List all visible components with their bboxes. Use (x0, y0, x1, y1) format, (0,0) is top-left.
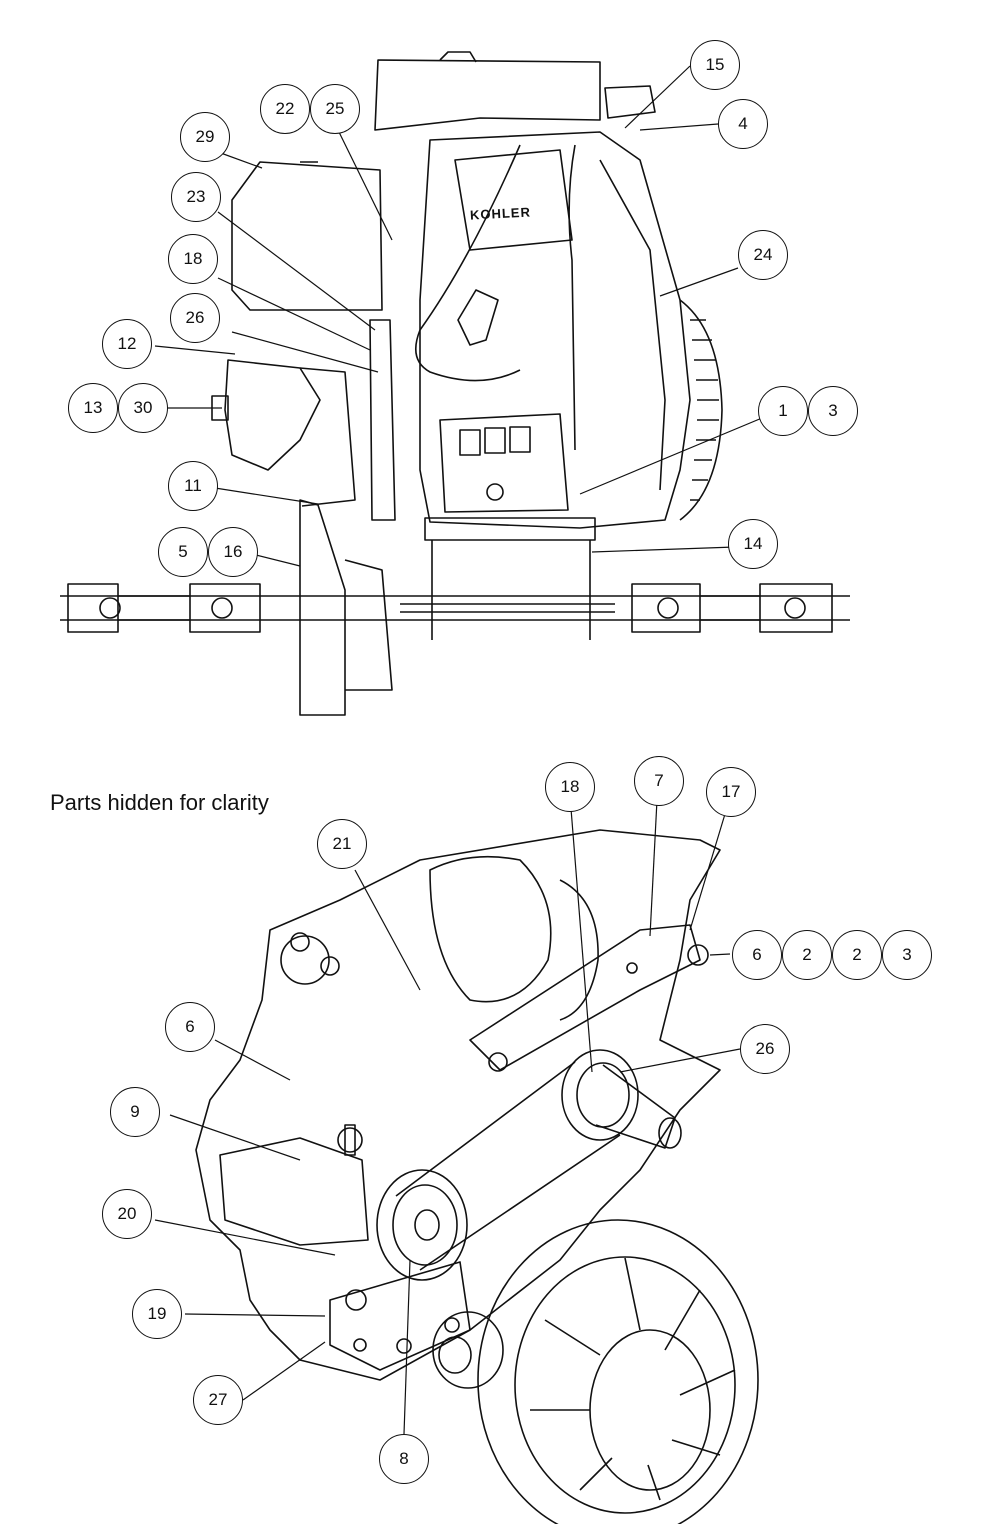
callout-13[interactable]: 13 (68, 383, 118, 433)
callout-12[interactable]: 12 (102, 319, 152, 369)
engine-assembly-top-view (60, 51, 850, 716)
callout-6-right[interactable]: 6 (732, 930, 782, 980)
callout-2-a[interactable]: 2 (782, 930, 832, 980)
callout-14[interactable]: 14 (728, 519, 778, 569)
callout-8[interactable]: 8 (379, 1434, 429, 1484)
callout-1[interactable]: 1 (758, 386, 808, 436)
callout-4[interactable]: 4 (718, 99, 768, 149)
callout-25[interactable]: 25 (310, 84, 360, 134)
callout-23[interactable]: 23 (171, 172, 221, 222)
callout-24[interactable]: 24 (738, 230, 788, 280)
callout-19[interactable]: 19 (132, 1289, 182, 1339)
belt-drive-iso-view (195, 829, 759, 1524)
engine-brand-label: KOHLER (469, 204, 532, 223)
callout-22[interactable]: 22 (260, 84, 310, 134)
callout-18-top[interactable]: 18 (168, 234, 218, 284)
callout-11[interactable]: 11 (168, 461, 218, 511)
callout-2-b[interactable]: 2 (832, 930, 882, 980)
callout-21[interactable]: 21 (317, 819, 367, 869)
parts-hidden-note: Parts hidden for clarity (50, 790, 269, 815)
callout-30[interactable]: 30 (118, 383, 168, 433)
callout-7[interactable]: 7 (634, 756, 684, 806)
callout-26-top[interactable]: 26 (170, 293, 220, 343)
leader-lines-bottom (154, 795, 741, 1435)
callout-3-bottom[interactable]: 3 (882, 930, 932, 980)
callout-15[interactable]: 15 (690, 40, 740, 90)
callout-20[interactable]: 20 (102, 1189, 152, 1239)
callout-5[interactable]: 5 (158, 527, 208, 577)
callout-6-left[interactable]: 6 (165, 1002, 215, 1052)
callout-9[interactable]: 9 (110, 1087, 160, 1137)
callout-16[interactable]: 16 (208, 527, 258, 577)
leader-lines-top (154, 65, 763, 567)
callout-18-bottom[interactable]: 18 (545, 762, 595, 812)
callout-29[interactable]: 29 (180, 112, 230, 162)
callout-27[interactable]: 27 (193, 1375, 243, 1425)
callout-3-top[interactable]: 3 (808, 386, 858, 436)
callout-26-bottom[interactable]: 26 (740, 1024, 790, 1074)
callout-17[interactable]: 17 (706, 767, 756, 817)
